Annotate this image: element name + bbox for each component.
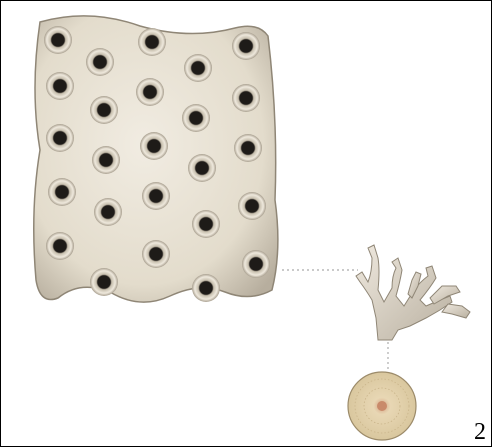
polyp (46, 72, 74, 100)
polyp (138, 28, 166, 56)
polyp (90, 96, 118, 124)
polyp (46, 232, 74, 260)
polyp (192, 274, 220, 302)
polyp (90, 268, 118, 296)
polyp (232, 32, 260, 60)
polyp (238, 192, 266, 220)
polyp (182, 104, 210, 132)
polyp (140, 132, 168, 160)
polyp (94, 198, 122, 226)
polyp (242, 250, 270, 278)
plate-number: 2 (474, 420, 486, 444)
coral-cross-section (348, 372, 416, 440)
polyp (184, 54, 212, 82)
branching-coral (356, 245, 470, 340)
polyp (136, 78, 164, 106)
polyp (92, 146, 120, 174)
polyp (142, 182, 170, 210)
polyp (234, 134, 262, 162)
polyp (188, 154, 216, 182)
polyp (46, 124, 74, 152)
polyp (192, 210, 220, 238)
polyp (142, 240, 170, 268)
polyp (48, 178, 76, 206)
polyp (232, 84, 260, 112)
polyp (86, 48, 114, 76)
